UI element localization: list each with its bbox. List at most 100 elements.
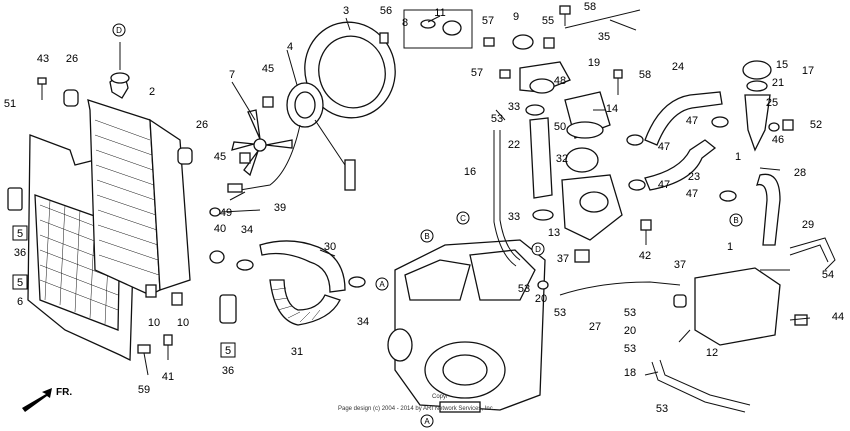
radiator-cap-15 <box>742 60 772 80</box>
cap-assembly-8 <box>403 9 473 49</box>
washer-20-a <box>537 280 549 290</box>
callout-9: 9 <box>513 11 519 23</box>
callout-39: 39 <box>274 202 286 214</box>
clamp-47-b <box>628 179 646 191</box>
callout-10: 10 <box>177 317 189 329</box>
callout-37: 37 <box>674 259 686 271</box>
fan-blade <box>231 109 293 177</box>
bolt-57-a <box>483 37 495 47</box>
bolt-44 <box>794 314 808 326</box>
callout-45: 45 <box>214 151 226 163</box>
boxed-callout-5: 5 <box>17 277 23 289</box>
callout-47: 47 <box>658 141 670 153</box>
gasket-50 <box>566 121 604 139</box>
ref-letter-D: D <box>116 26 122 35</box>
gasket-21 <box>746 80 768 92</box>
callout-10: 10 <box>148 317 160 329</box>
callout-7: 7 <box>229 69 235 81</box>
callout-56: 56 <box>380 5 392 17</box>
callout-35: 35 <box>598 31 610 43</box>
callout-30: 30 <box>324 241 336 253</box>
collar-10-b <box>171 292 183 306</box>
copyright-top: Copyr <box>432 394 448 400</box>
callout-8: 8 <box>402 17 408 29</box>
bolt-41 <box>163 334 173 360</box>
callout-20: 20 <box>535 293 547 305</box>
clamp-47-c <box>711 116 729 128</box>
callout-24: 24 <box>672 61 684 73</box>
callout-48: 48 <box>554 75 566 87</box>
boxed-callout-frame <box>220 342 236 358</box>
sensor-wire-35 <box>564 9 641 29</box>
front-direction-arrow: FR. <box>22 387 72 412</box>
callout-57: 57 <box>482 15 494 27</box>
callout-53: 53 <box>624 307 636 319</box>
ref-circle-D <box>531 242 545 256</box>
copyright-text: Page design (c) 2004 - 2014 by ARI Netwo… <box>338 406 495 412</box>
callout-15: 15 <box>776 59 788 71</box>
radiator-core <box>87 72 191 296</box>
water-pump-housing-13 <box>561 174 623 241</box>
sensor-38 <box>574 249 590 263</box>
callout-53: 53 <box>554 307 566 319</box>
rubber-pad-36-right <box>219 294 237 324</box>
nut-45-a <box>262 96 274 108</box>
callout-32: 32 <box>556 153 568 165</box>
front-label: FR. <box>56 387 72 398</box>
callout-37: 37 <box>557 253 569 265</box>
callout-1: 1 <box>735 151 741 163</box>
ref-circle-B <box>729 213 743 227</box>
collar-10-a <box>145 284 157 298</box>
ref-letter-D: D <box>535 245 541 254</box>
callout-52: 52 <box>810 119 822 131</box>
callout-33: 33 <box>508 101 520 113</box>
callout-2: 2 <box>149 86 155 98</box>
hose-31 <box>269 279 341 326</box>
callout-31: 31 <box>291 346 303 358</box>
hose-27 <box>559 281 681 296</box>
callout-1: 1 <box>727 241 733 253</box>
callout-28: 28 <box>794 167 806 179</box>
bolt-58-b <box>613 69 623 95</box>
callout-17: 17 <box>802 65 814 77</box>
hose-29 <box>789 237 836 271</box>
bolt-42 <box>640 219 652 245</box>
callout-4: 4 <box>287 41 293 53</box>
bolt-55 <box>543 37 555 49</box>
hose-18 <box>651 359 751 413</box>
washer-49 <box>209 207 221 217</box>
callout-54: 54 <box>822 269 834 281</box>
callout-3: 3 <box>343 5 349 17</box>
callout-13: 13 <box>548 227 560 239</box>
callout-53: 53 <box>518 283 530 295</box>
bolt-57-b <box>499 69 511 79</box>
bolt-58-a <box>559 5 571 26</box>
fan-shroud <box>304 21 396 119</box>
callout-42: 42 <box>639 250 651 262</box>
callout-53: 53 <box>491 113 503 125</box>
fan-motor <box>286 82 356 191</box>
bolt-59 <box>137 344 151 376</box>
o-ring-33-b <box>532 209 554 221</box>
callout-44: 44 <box>832 311 844 323</box>
callout-33: 33 <box>508 211 520 223</box>
washer-46 <box>768 122 780 132</box>
o-ring-33-a <box>525 104 545 116</box>
filler-neck-25 <box>744 94 771 152</box>
cap-37 <box>673 294 687 308</box>
callout-47: 47 <box>658 179 670 191</box>
ref-circle-D <box>112 23 126 37</box>
boxed-callout-5: 5 <box>225 345 231 357</box>
callout-53: 53 <box>624 343 636 355</box>
cap-9 <box>512 34 534 50</box>
boxed-callout-5: 5 <box>17 228 23 240</box>
callout-57: 57 <box>471 67 483 79</box>
callout-55: 55 <box>542 15 554 27</box>
callout-58: 58 <box>584 1 596 13</box>
callout-12: 12 <box>706 347 718 359</box>
hose-clamp-34-b <box>348 276 366 288</box>
callout-47: 47 <box>686 115 698 127</box>
callout-29: 29 <box>802 219 814 231</box>
